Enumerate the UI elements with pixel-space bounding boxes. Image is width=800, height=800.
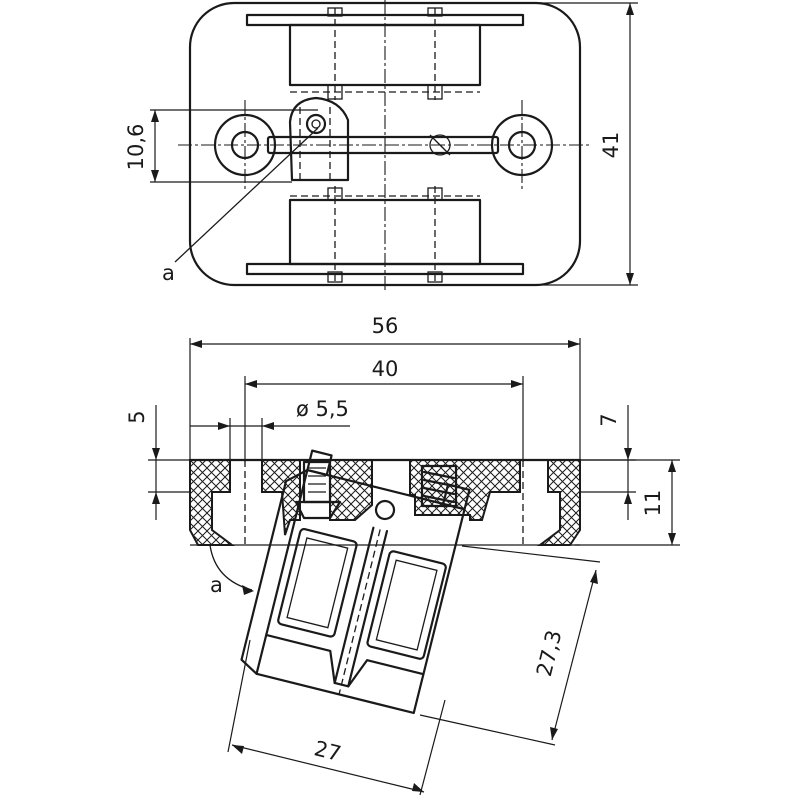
dimension-10-6: 10,6	[124, 109, 318, 183]
callout-a-bottom: a	[210, 573, 223, 597]
dimension-40: 40	[244, 357, 524, 462]
svg-text:5: 5	[125, 410, 149, 423]
section-view: 56 40 ø 5,5 5	[125, 314, 680, 796]
dimension-diameter-5-5: ø 5,5	[190, 397, 350, 462]
right-mounting-hole	[490, 100, 554, 190]
dimension-56: 56	[189, 314, 581, 462]
dimension-41: 41	[530, 2, 638, 286]
svg-text:41: 41	[599, 132, 623, 159]
svg-text:11: 11	[641, 490, 665, 517]
lower-bracket	[245, 186, 525, 283]
upper-bracket	[245, 7, 525, 100]
callout-a-top-leader	[174, 127, 319, 263]
dimension-5: 5	[125, 405, 210, 520]
top-view: a 10,6 41	[124, 0, 638, 290]
dimension-27: 27	[227, 639, 446, 796]
left-mounting-hole	[213, 100, 277, 190]
dimension-7: 7	[575, 405, 636, 520]
svg-text:56: 56	[372, 314, 399, 338]
dimension-11: 11	[575, 459, 680, 546]
lever-arm	[266, 96, 500, 182]
svg-text:40: 40	[372, 357, 399, 381]
lever-clip	[240, 449, 471, 715]
svg-text:27,3: 27,3	[532, 628, 567, 679]
svg-text:7: 7	[597, 413, 621, 426]
base-section	[188, 458, 582, 546]
svg-text:10,6: 10,6	[124, 124, 148, 171]
callout-a-top: a	[162, 261, 175, 285]
svg-text:ø 5,5: ø 5,5	[296, 397, 349, 421]
svg-text:27: 27	[312, 736, 344, 766]
